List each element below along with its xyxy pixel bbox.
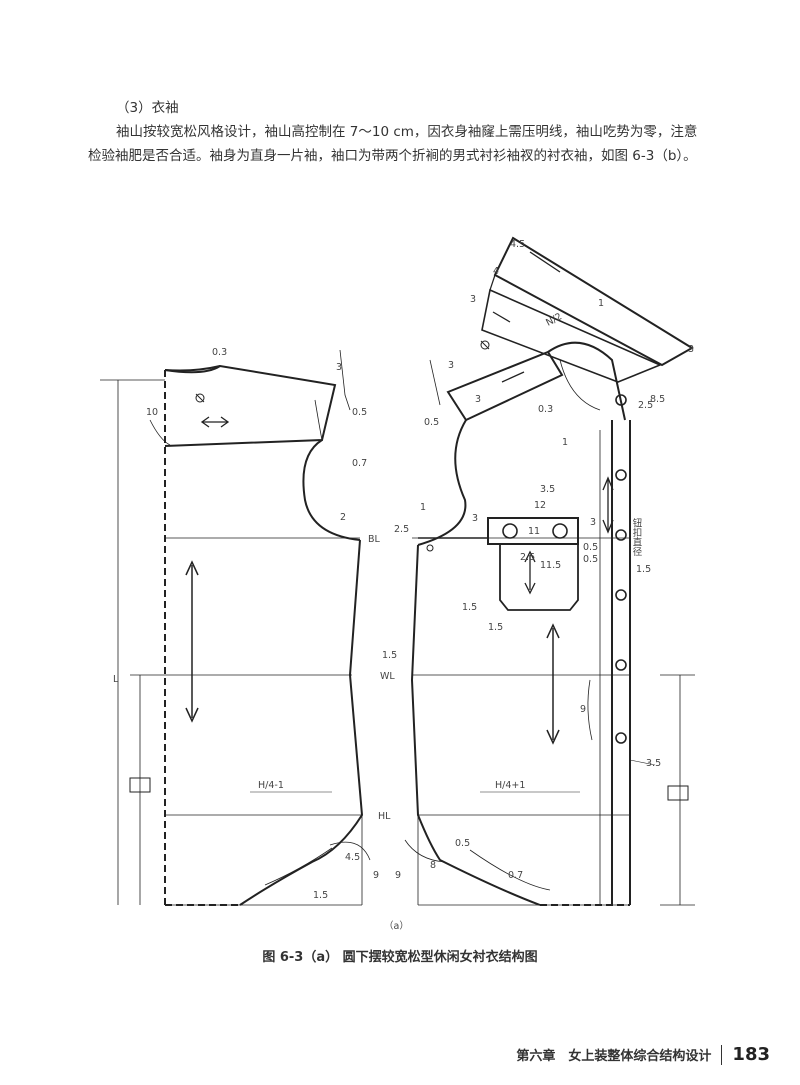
dim-label: 0.5 bbox=[424, 417, 439, 428]
dim-label: 3 bbox=[475, 394, 481, 405]
dim-label: 1.5 bbox=[313, 890, 328, 901]
dim-label: 9 bbox=[580, 704, 586, 715]
dim-label: 3 bbox=[590, 517, 596, 528]
hip-back-label: H/4-1 bbox=[258, 780, 284, 791]
dim-label: 1 bbox=[420, 502, 426, 513]
dim-label: 3 bbox=[472, 513, 478, 524]
dim-label: 1 bbox=[562, 437, 568, 448]
dim-label: 1.5 bbox=[462, 602, 477, 613]
section-heading: （3）衣袖 bbox=[116, 100, 179, 116]
dim-label: 3 bbox=[336, 362, 342, 373]
pattern-diagram: BL WL HL L H/4-1 H/4+1 N/2 钮扣直径 0.3 10 3… bbox=[100, 236, 695, 932]
wl-label: WL bbox=[380, 671, 395, 682]
front-piece bbox=[404, 236, 695, 906]
dim-label: 1.5 bbox=[382, 650, 397, 661]
page-footer: 第六章 女上装整体综合结构设计 183 bbox=[516, 1044, 770, 1065]
dim-label: 0.3 bbox=[538, 404, 553, 415]
dim-label: 4.5 bbox=[345, 852, 360, 863]
dim-label: 2.5 bbox=[394, 524, 409, 535]
dim-label: 3 bbox=[688, 344, 694, 355]
length-label: L bbox=[113, 674, 119, 685]
dim-label: 4 bbox=[493, 266, 499, 277]
bl-label: BL bbox=[368, 534, 381, 545]
dim-label: 0.3 bbox=[212, 347, 227, 358]
dim-label: 0.5 bbox=[352, 407, 367, 418]
figure-sublabel: （a） bbox=[384, 920, 409, 932]
dim-label: 0.7 bbox=[352, 458, 367, 469]
hip-front-label: H/4+1 bbox=[495, 780, 525, 791]
dim-label: 1.5 bbox=[636, 564, 651, 575]
dim-label: 9 bbox=[395, 870, 401, 881]
dim-label: 3.5 bbox=[646, 758, 661, 769]
dim-label: 2 bbox=[340, 512, 346, 523]
paragraph: 袖山按较宽松风格设计，袖山高控制在 7～10 cm，因衣身袖窿上需压明线，袖山吃… bbox=[88, 124, 698, 164]
dim-label: 12 bbox=[534, 500, 546, 511]
footer-divider bbox=[721, 1044, 723, 1065]
dim-label: 11.5 bbox=[540, 560, 561, 571]
page-number: 183 bbox=[732, 1044, 770, 1065]
dim-label: 8.5 bbox=[650, 394, 665, 405]
dim-label: 3 bbox=[448, 360, 454, 371]
body-text: （3）衣袖 袖山按较宽松风格设计，袖山高控制在 7～10 cm，因衣身袖窿上需压… bbox=[88, 96, 708, 168]
dim-label: 11 bbox=[528, 526, 540, 537]
figure-caption: 图 6-3（a） 圆下摆较宽松型休闲女衬衣结构图 bbox=[262, 950, 538, 965]
dim-label: 4.5 bbox=[510, 239, 525, 250]
dim-label: 0.5 bbox=[583, 542, 598, 553]
dim-label: 2.5 bbox=[520, 552, 535, 563]
dim-label: 3 bbox=[470, 294, 476, 305]
dim-label: 2.5 bbox=[638, 400, 653, 411]
dim-label: 0.5 bbox=[455, 838, 470, 849]
button-diameter-label: 钮扣直径 bbox=[631, 517, 643, 556]
neck-half-label: N/2 bbox=[544, 311, 564, 328]
dim-label: 10 bbox=[146, 407, 158, 418]
dim-label: 1.5 bbox=[488, 622, 503, 633]
dim-label: 8 bbox=[430, 860, 436, 871]
dim-label: 0.5 bbox=[583, 554, 598, 565]
dim-label: 9 bbox=[373, 870, 379, 881]
dim-label: 3.5 bbox=[540, 484, 555, 495]
chapter-title: 第六章 女上装整体综合结构设计 bbox=[516, 1049, 712, 1064]
dim-label: 0.7 bbox=[508, 870, 523, 881]
dim-label: 1 bbox=[598, 298, 604, 309]
hl-label: HL bbox=[378, 811, 391, 822]
back-piece bbox=[100, 349, 371, 906]
